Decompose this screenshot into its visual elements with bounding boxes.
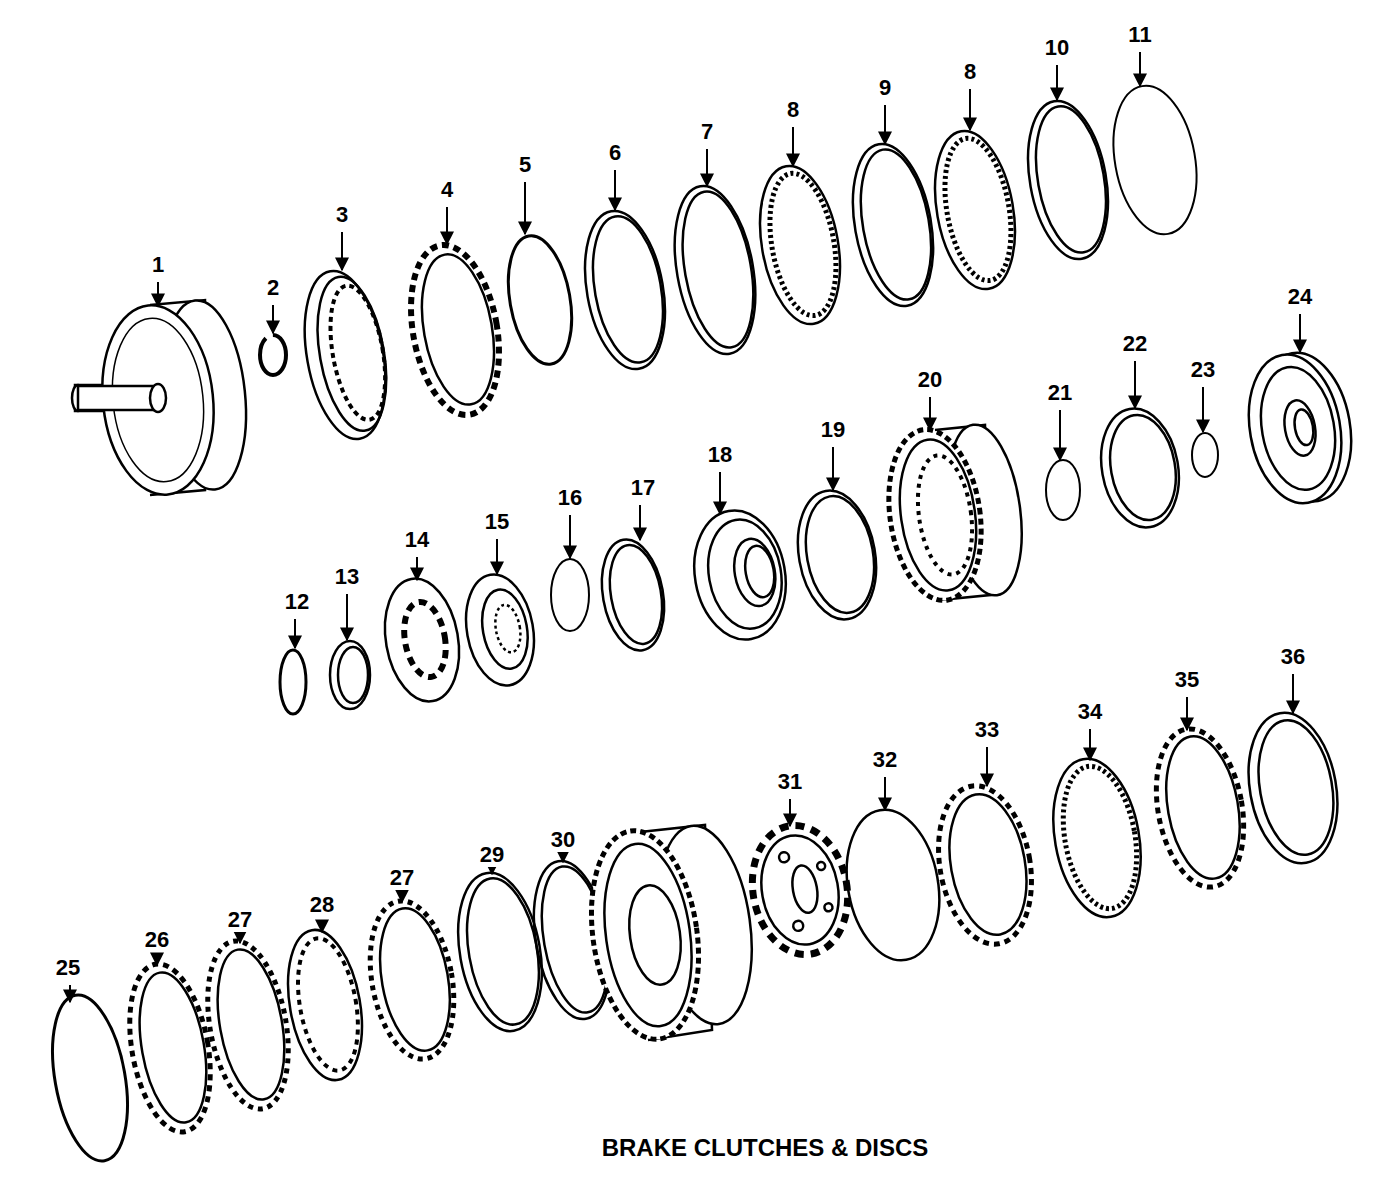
callout-number: 14 (404, 528, 430, 552)
backing-plate (927, 778, 1043, 951)
callout-number: 31 (777, 770, 803, 794)
friction-disc (196, 935, 300, 1116)
steel-plate (277, 924, 372, 1086)
callout-number: 21 (1047, 381, 1073, 405)
o-ring (551, 559, 589, 631)
callout-number: 6 (608, 141, 622, 165)
callout-number: 8 (963, 60, 977, 84)
callout-number: 3 (335, 203, 349, 227)
retainer (330, 641, 370, 709)
friction-disc (749, 160, 852, 331)
sprag-hub (742, 818, 857, 962)
callout-number: 36 (1280, 645, 1306, 669)
callout-number: 27 (389, 866, 415, 890)
callout-number: 22 (1122, 332, 1148, 356)
callout-number: 15 (484, 510, 510, 534)
seal-ring (1046, 460, 1080, 520)
callout-number: 18 (707, 443, 733, 467)
spring-plate (376, 573, 468, 708)
friction-disc (359, 894, 466, 1065)
backing-plate (574, 205, 677, 376)
callout-number: 19 (820, 418, 846, 442)
leader-arrows (70, 52, 1300, 1002)
callout-number: 1 (151, 253, 165, 277)
callout-number: 33 (974, 718, 1000, 742)
seal (788, 484, 885, 625)
clutch-drum (878, 420, 1031, 606)
callout-number: 10 (1044, 36, 1070, 60)
callout-number: 34 (1077, 700, 1103, 724)
pump-drum (72, 296, 255, 500)
steel-plate (663, 180, 767, 361)
callout-number: 9 (878, 76, 892, 100)
steel-plate (1145, 722, 1256, 894)
clutch-hub (293, 265, 398, 446)
callout-number: 13 (334, 565, 360, 589)
callout-number: 2 (266, 276, 280, 300)
steel-plate (841, 138, 944, 313)
callout-number: 4 (440, 178, 454, 202)
backing-plate (118, 958, 222, 1139)
callout-number: 23 (1190, 358, 1216, 382)
callout-number: 5 (518, 153, 532, 177)
piston (458, 569, 542, 691)
callout-number: 28 (309, 893, 335, 917)
callout-number: 12 (284, 590, 310, 614)
snap-ring (280, 650, 306, 714)
snap-ring (835, 802, 950, 967)
housing (1238, 345, 1363, 510)
callout-number: 27 (227, 908, 253, 932)
snap-ring (41, 989, 139, 1167)
seal-ring (1103, 79, 1208, 241)
callout-number: 11 (1127, 23, 1152, 47)
seal (594, 535, 673, 656)
snap-ring (260, 335, 286, 375)
callout-number: 35 (1174, 668, 1200, 692)
steel-plate (1017, 95, 1120, 266)
snap-ring (499, 231, 581, 369)
callout-number: 29 (479, 843, 505, 867)
callout-number: 20 (917, 368, 943, 392)
friction-disc (1042, 752, 1153, 924)
callout-number: 16 (557, 486, 583, 510)
callout-number: 24 (1287, 285, 1313, 309)
callout-number: 30 (550, 828, 576, 852)
piston (684, 503, 795, 647)
clutch-drum (579, 820, 764, 1047)
o-ring (1192, 433, 1218, 477)
callout-number: 25 (55, 956, 81, 980)
steel-plate (399, 238, 512, 422)
callout-number: 8 (786, 98, 800, 122)
seal (1092, 402, 1188, 533)
friction-disc (924, 125, 1027, 296)
callout-number: 7 (700, 120, 714, 144)
caption: BRAKE CLUTCHES & DISCS (602, 1134, 929, 1162)
callout-number: 32 (872, 748, 898, 772)
callout-number: 17 (630, 476, 656, 500)
apply-plate (1237, 706, 1348, 871)
callout-number: 26 (144, 928, 170, 952)
